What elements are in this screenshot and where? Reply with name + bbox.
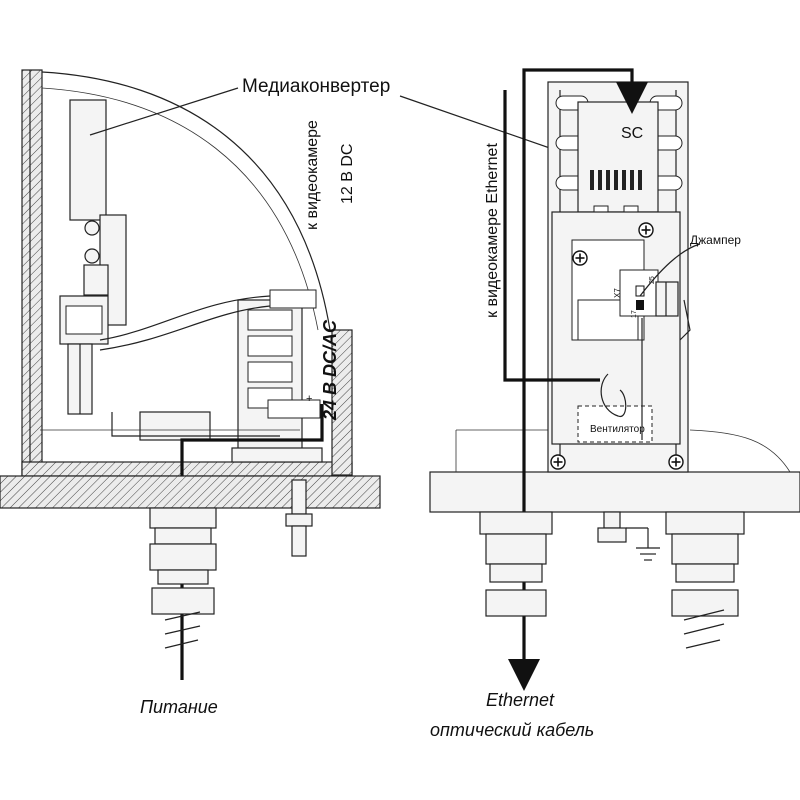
cable-gland-left xyxy=(149,507,217,649)
label-media-converter: Медиаконвертер xyxy=(242,76,390,97)
label-12v-dc: 12 В DC xyxy=(339,144,356,204)
screw-icon xyxy=(668,454,684,470)
mounting-plate xyxy=(69,99,107,221)
label-ethernet: Ethernet xyxy=(486,690,555,710)
label-jumper: Джампер xyxy=(690,233,741,247)
label-fan: Вентилятор xyxy=(590,424,645,435)
screw-icon xyxy=(550,454,566,470)
vent-slots xyxy=(590,170,642,190)
screw-icon xyxy=(638,222,654,238)
label-to-camera-left: к видеокамере xyxy=(304,120,321,230)
left-view: к видеокамере 12 В DC 24 В DC/AC + Питан… xyxy=(0,69,381,717)
fan xyxy=(577,405,653,443)
label-sc: SC xyxy=(621,125,643,142)
left-right-wall xyxy=(331,329,353,476)
right-base-plate xyxy=(429,471,800,513)
left-enclosure-wall xyxy=(21,69,43,476)
left-enclosure-bottom xyxy=(21,461,353,477)
right-view: SC X7 17 25 Джампер Вентилятор xyxy=(429,68,800,740)
optical-cable-top xyxy=(522,68,648,114)
ethernet-cable xyxy=(503,90,600,382)
cable-gland-right-1 xyxy=(479,511,553,617)
label-plus: + xyxy=(306,393,312,405)
media-converter xyxy=(577,101,659,213)
ground-bolt-left xyxy=(285,479,313,557)
label-24v-dc-ac: 24 В DC/AC xyxy=(320,319,340,421)
label-to-camera-ethernet: к видеокамере Ethernet xyxy=(484,143,501,318)
screw-icon xyxy=(572,250,588,266)
label-power: Питание xyxy=(140,697,218,717)
cable-gland-right-2 xyxy=(665,511,745,649)
terminal-x7 xyxy=(655,281,679,317)
label-optical-cable: оптический кабель xyxy=(430,720,594,740)
ground-icon xyxy=(636,547,660,561)
ground-bolt-right xyxy=(597,511,649,548)
label-x7: X7 xyxy=(613,288,622,298)
label-pin17: 17 xyxy=(631,310,638,318)
